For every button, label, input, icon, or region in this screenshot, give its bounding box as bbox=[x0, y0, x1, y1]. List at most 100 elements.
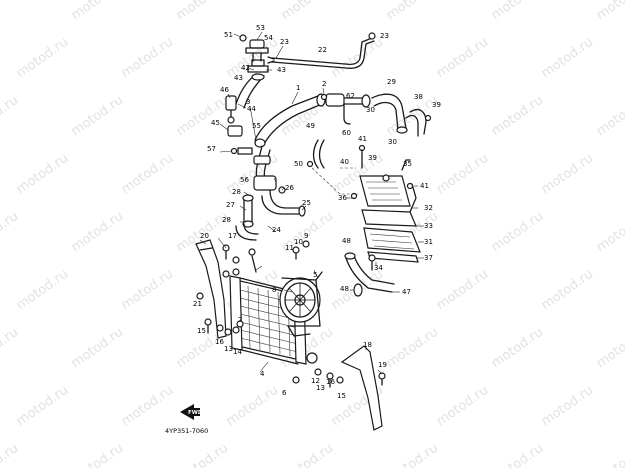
callout-10: 10 bbox=[294, 238, 303, 246]
callout-40: 40 bbox=[340, 158, 349, 166]
callout-14: 14 bbox=[233, 348, 242, 356]
watermark-text: motod.ru bbox=[174, 93, 231, 139]
watermark-text: motod.ru bbox=[594, 93, 625, 139]
callout-48-lower: 48 bbox=[340, 285, 349, 293]
callout-5: 5 bbox=[313, 271, 317, 279]
callout-17: 17 bbox=[228, 232, 237, 240]
watermark-text: motod.ru bbox=[174, 441, 231, 468]
watermark-text: motod.ru bbox=[0, 0, 21, 23]
callout-62: 62 bbox=[346, 92, 355, 100]
callout-46: 46 bbox=[220, 86, 229, 94]
watermark-text: motod.ru bbox=[489, 325, 546, 371]
watermark-text: motod.ru bbox=[14, 35, 71, 81]
watermark-text: motod.ru bbox=[69, 209, 126, 255]
watermark-text: motod.ru bbox=[119, 35, 176, 81]
callout-42: 42 bbox=[241, 64, 250, 72]
callout-44: 44 bbox=[247, 105, 256, 113]
callout-20: 20 bbox=[200, 232, 209, 240]
watermark-text: motod.ru bbox=[384, 0, 441, 23]
callout-35: 35 bbox=[403, 160, 412, 168]
callout-43-right: 43 bbox=[277, 66, 286, 74]
callout-26: 26 bbox=[285, 184, 294, 192]
watermark-text: motod.ru bbox=[14, 151, 71, 197]
watermark-text: motod.ru bbox=[384, 325, 441, 371]
watermark-text: motod.ru bbox=[434, 267, 491, 313]
watermark-text: motod.ru bbox=[489, 0, 546, 23]
overflow-pipe bbox=[267, 32, 376, 69]
watermark-text: motod.ru bbox=[279, 0, 336, 23]
callout-48-upper: 48 bbox=[342, 237, 351, 245]
callout-1: 1 bbox=[296, 84, 300, 92]
watermark-text: motod.ru bbox=[539, 383, 596, 429]
callout-28-lower: 28 bbox=[222, 216, 231, 224]
watermark-text: motod.ru bbox=[0, 325, 21, 371]
watermark-text: motod.ru bbox=[594, 325, 625, 371]
watermark-text: motod.ru bbox=[489, 441, 546, 468]
callout-27: 27 bbox=[226, 201, 235, 209]
callout-28-upper: 28 bbox=[232, 188, 241, 196]
oil-cooler-assembly bbox=[350, 144, 421, 263]
callout-32: 32 bbox=[424, 204, 433, 212]
callout-29: 29 bbox=[387, 78, 396, 86]
callout-34: 34 bbox=[374, 264, 383, 272]
watermark-text: motod.ru bbox=[69, 325, 126, 371]
callout-60: 60 bbox=[342, 129, 351, 137]
callout-22: 22 bbox=[318, 46, 327, 54]
watermark-text: motod.ru bbox=[434, 35, 491, 81]
callout-2: 2 bbox=[322, 80, 326, 88]
watermark-text: motod.ru bbox=[594, 0, 625, 23]
callout-4: 4 bbox=[260, 370, 265, 378]
callout-15-left: 15 bbox=[197, 327, 206, 335]
watermark-text: motod.ru bbox=[539, 267, 596, 313]
callout-56: 56 bbox=[240, 176, 249, 184]
watermark-text: motod.ru bbox=[434, 383, 491, 429]
callout-41-lower: 41 bbox=[420, 182, 429, 190]
hose-upper-left bbox=[235, 73, 265, 109]
hose-1 bbox=[254, 93, 326, 148]
callout-13-left: 13 bbox=[224, 345, 233, 353]
callout-13-right: 13 bbox=[316, 384, 325, 392]
watermark-text: motod.ru bbox=[0, 93, 21, 139]
watermark-text: motod.ru bbox=[539, 35, 596, 81]
hose-29 bbox=[371, 93, 408, 134]
callout-19: 19 bbox=[378, 361, 387, 369]
callout-30-lower: 30 bbox=[388, 138, 397, 146]
watermark-text: motod.ru bbox=[14, 383, 71, 429]
watermark-text: motod.ru bbox=[434, 151, 491, 197]
callout-54: 54 bbox=[264, 34, 273, 42]
diagram-code: 4YP351-7060 bbox=[165, 427, 208, 435]
hose-bracket bbox=[306, 103, 351, 169]
callout-39-lower: 39 bbox=[368, 154, 377, 162]
callout-15-right: 15 bbox=[337, 392, 346, 400]
watermark-text: motod.ru bbox=[329, 35, 386, 81]
watermark-text: motod.ru bbox=[119, 383, 176, 429]
filler-cap-assembly bbox=[239, 34, 269, 73]
watermark-text: motod.ru bbox=[119, 151, 176, 197]
callout-11: 11 bbox=[285, 244, 294, 252]
watermark-text: motod.ru bbox=[539, 151, 596, 197]
watermark-text: motod.ru bbox=[0, 441, 21, 468]
callout-6: 6 bbox=[282, 389, 287, 397]
callout-33: 33 bbox=[424, 222, 433, 230]
callout-43-left: 43 bbox=[234, 74, 243, 82]
callout-37: 37 bbox=[424, 254, 433, 262]
callout-47: 47 bbox=[402, 288, 411, 296]
callout-53: 53 bbox=[256, 24, 265, 32]
callout-45: 45 bbox=[211, 119, 220, 127]
left-side-cover bbox=[195, 239, 227, 339]
callout-39-upper: 39 bbox=[432, 101, 441, 109]
thermostat-fitting bbox=[225, 95, 243, 137]
callout-31: 31 bbox=[424, 238, 433, 246]
fwd-arrow-icon: FWD bbox=[180, 404, 203, 420]
fasteners bbox=[196, 240, 386, 388]
callout-36: 36 bbox=[338, 194, 347, 202]
callout-55: 55 bbox=[252, 122, 261, 130]
fwd-label: FWD bbox=[188, 410, 203, 416]
callout-24: 24 bbox=[272, 226, 281, 234]
leader-lines bbox=[199, 31, 424, 375]
watermark-text: motod.ru bbox=[174, 0, 231, 23]
callout-25: 25 bbox=[302, 199, 311, 207]
callout-49: 49 bbox=[306, 122, 315, 130]
watermark-text: motod.ru bbox=[594, 209, 625, 255]
callout-30-upper: 30 bbox=[366, 106, 375, 114]
